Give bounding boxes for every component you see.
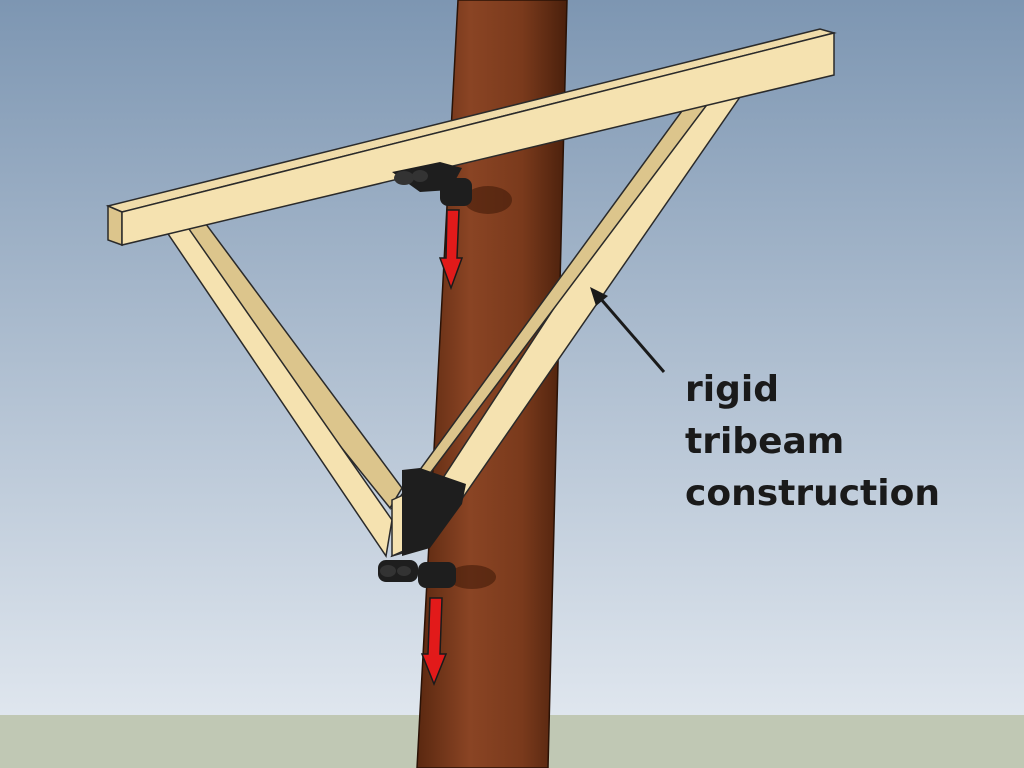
bottom-bracket [378,560,456,588]
bracket-shadow-top [464,186,512,214]
top-horizontal-beam [105,28,837,247]
load-arrow-bottom [420,597,448,687]
load-arrow-top [438,209,464,291]
callout-pointer [590,287,666,373]
annotation-line-3: construction [685,473,940,514]
annotation-line-2: tribeam [685,421,845,462]
bottom-bracket-plate [402,468,466,556]
annotation-line-1: rigid [685,369,779,410]
bracket-shadow-bottom [448,565,496,589]
top-bracket [392,162,472,206]
